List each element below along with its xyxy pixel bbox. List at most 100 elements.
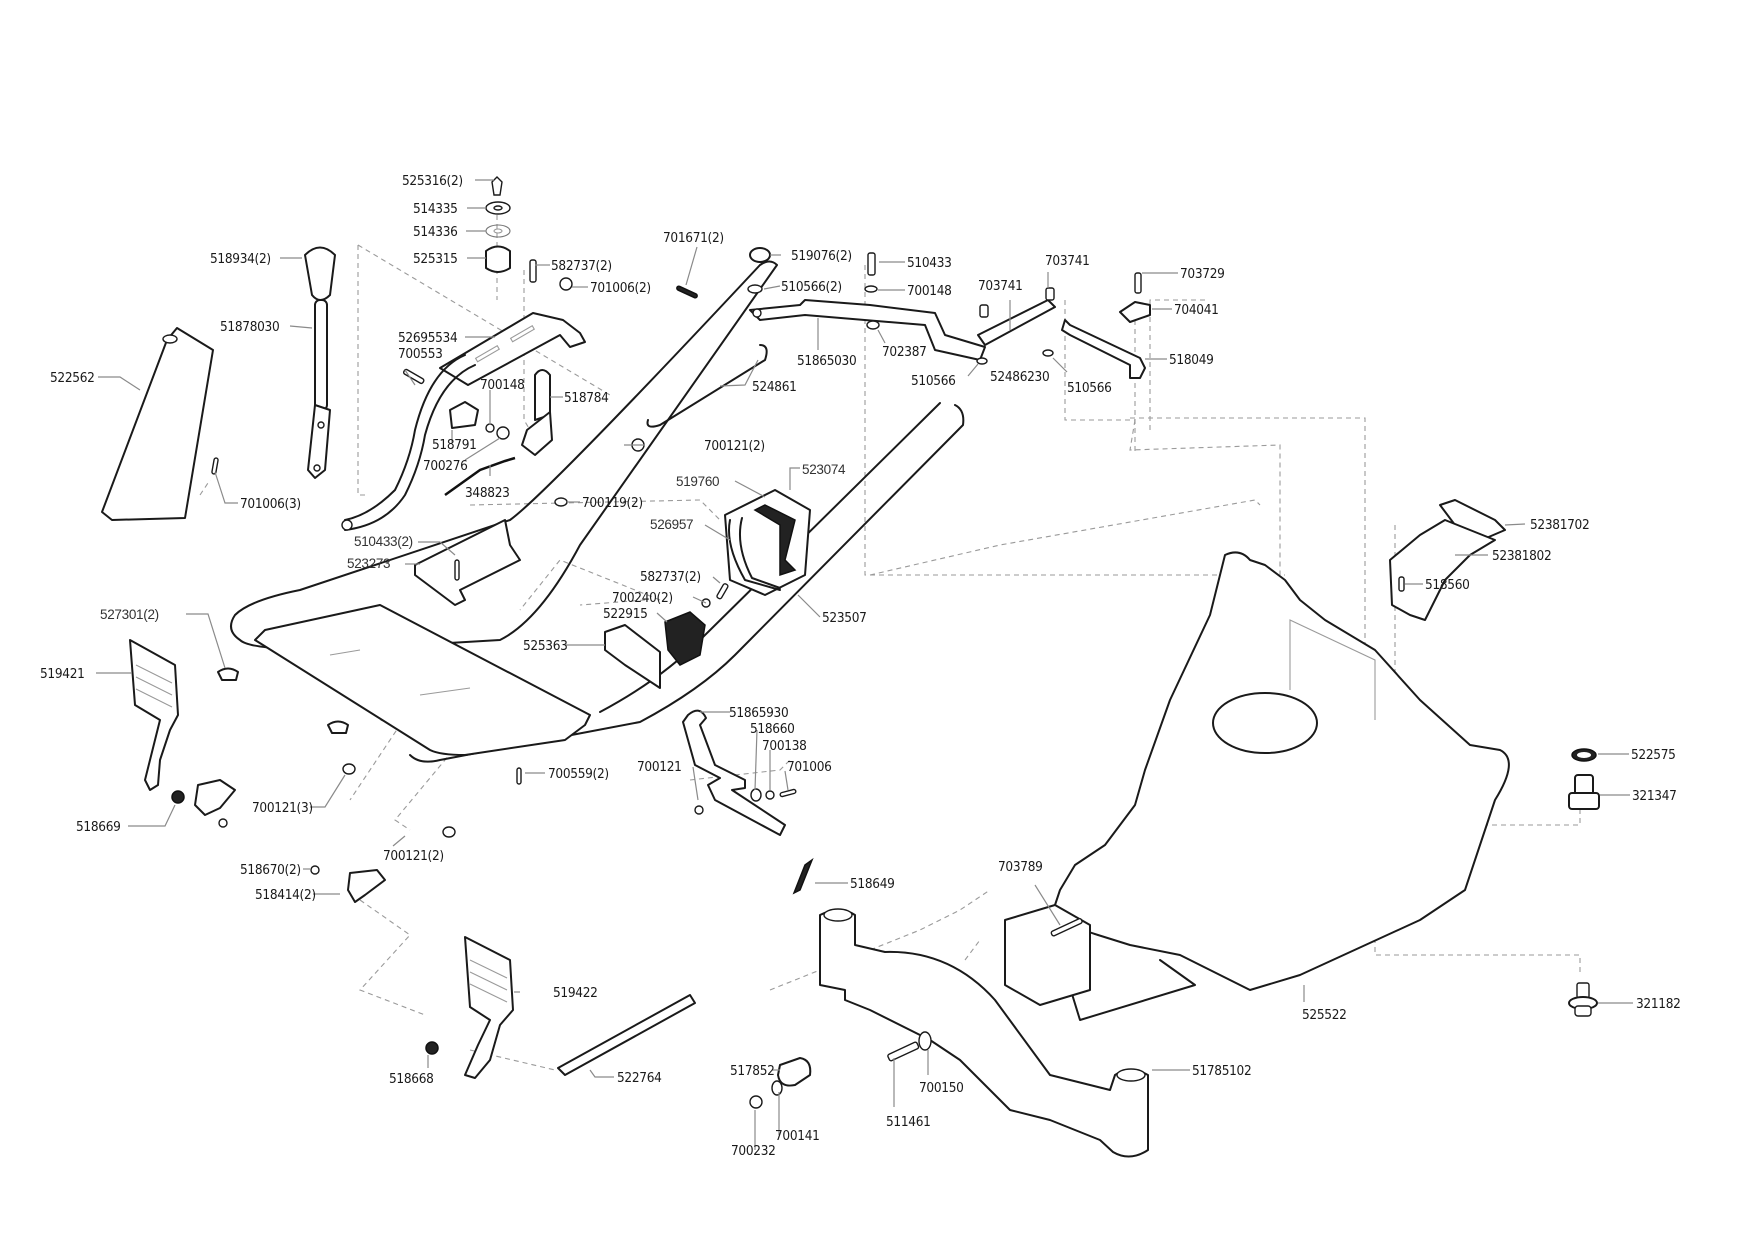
relay-522915[interactable] bbox=[664, 611, 706, 666]
callout-700119-2[interactable]: 700119(2) bbox=[582, 495, 643, 511]
callout-582737-2[interactable]: 582737(2) bbox=[551, 258, 612, 274]
callout-703729[interactable]: 703729 bbox=[1180, 266, 1225, 282]
nut-700121-single[interactable] bbox=[694, 805, 704, 815]
bolt-703729[interactable] bbox=[1134, 272, 1142, 294]
nut-700121-2b[interactable] bbox=[442, 826, 456, 838]
pin-701671[interactable] bbox=[676, 285, 698, 299]
screw-582737-b[interactable] bbox=[716, 583, 729, 600]
callout-700121-2[interactable]: 700121(2) bbox=[704, 438, 765, 454]
callout-700148[interactable]: 700148 bbox=[480, 377, 525, 393]
nut-700119-2[interactable] bbox=[554, 497, 568, 507]
washer-700148-b[interactable] bbox=[864, 285, 878, 293]
callout-518049[interactable]: 518049 bbox=[1169, 352, 1214, 368]
callout-519422[interactable]: 519422 bbox=[553, 985, 598, 1001]
callout-700121-3[interactable]: 700121(3) bbox=[252, 800, 313, 816]
washer-510566-2[interactable] bbox=[747, 284, 763, 294]
callout-701671-2[interactable]: 701671(2) bbox=[663, 230, 724, 246]
callout-523273[interactable]: 523273 bbox=[347, 556, 391, 571]
callout-525316-2[interactable]: 525316(2) bbox=[402, 173, 463, 189]
screw-582737[interactable] bbox=[529, 259, 537, 283]
callout-704041[interactable]: 704041 bbox=[1174, 302, 1219, 318]
callout-348823[interactable]: 348823 bbox=[465, 485, 510, 501]
bushing-517852[interactable] bbox=[777, 1057, 812, 1087]
ignition-switch-525315[interactable] bbox=[485, 245, 511, 273]
steering-link-51865030[interactable] bbox=[749, 299, 986, 361]
callout-700141[interactable]: 700141 bbox=[775, 1128, 820, 1144]
callout-523074[interactable]: 523074 bbox=[802, 462, 846, 477]
bracket-525363[interactable] bbox=[604, 624, 661, 689]
screw-700559[interactable] bbox=[516, 767, 522, 785]
arm-518049[interactable] bbox=[1061, 319, 1146, 379]
pedal-right-519422[interactable] bbox=[464, 936, 514, 1079]
callout-518791[interactable]: 518791 bbox=[432, 437, 477, 453]
callout-519760[interactable]: 519760 bbox=[676, 474, 720, 489]
callout-701006-3[interactable]: 701006(3) bbox=[240, 496, 301, 512]
end-cap-519076[interactable] bbox=[749, 247, 771, 263]
cover-522562[interactable] bbox=[101, 327, 214, 521]
callout-703741-b[interactable]: 703741 bbox=[1045, 253, 1090, 269]
callout-52695534[interactable]: 52695534 bbox=[398, 330, 458, 346]
cable-348823[interactable] bbox=[444, 456, 516, 497]
callout-511461[interactable]: 511461 bbox=[886, 1114, 931, 1130]
callout-51865930[interactable]: 51865930 bbox=[729, 705, 789, 721]
bolt-511461[interactable] bbox=[887, 1041, 920, 1062]
pedal-bracket-518414[interactable] bbox=[347, 869, 386, 903]
washer-510566[interactable] bbox=[976, 357, 988, 365]
callout-321182[interactable]: 321182 bbox=[1636, 996, 1681, 1012]
callout-522575[interactable]: 522575 bbox=[1631, 747, 1676, 763]
callout-52381802[interactable]: 52381802 bbox=[1492, 548, 1552, 564]
battery-523507[interactable] bbox=[724, 489, 811, 596]
callout-702387[interactable]: 702387 bbox=[882, 344, 927, 360]
washer-700150[interactable] bbox=[918, 1031, 932, 1051]
callout-582737-b[interactable]: 582737(2) bbox=[640, 569, 701, 585]
callout-518414-2[interactable]: 518414(2) bbox=[255, 887, 316, 903]
callout-700559-2[interactable]: 700559(2) bbox=[548, 766, 609, 782]
callout-522764[interactable]: 522764 bbox=[617, 1070, 662, 1086]
callout-52381702[interactable]: 52381702 bbox=[1530, 517, 1590, 533]
clip-527301-b[interactable] bbox=[327, 720, 349, 734]
callout-524861[interactable]: 524861 bbox=[752, 379, 797, 395]
washer-700148[interactable] bbox=[485, 423, 495, 433]
bolt-703789[interactable] bbox=[1050, 917, 1083, 937]
screw-518560[interactable] bbox=[1398, 576, 1405, 592]
callout-510433-2[interactable]: 510433(2) bbox=[354, 534, 413, 549]
guard-52381802[interactable] bbox=[1389, 519, 1496, 621]
callout-519421[interactable]: 519421 bbox=[40, 666, 85, 682]
callout-700553[interactable]: 700553 bbox=[398, 346, 443, 362]
callout-517852[interactable]: 517852 bbox=[730, 1063, 775, 1079]
pin-703741-a[interactable] bbox=[979, 304, 989, 318]
callout-518669[interactable]: 518669 bbox=[76, 819, 121, 835]
callout-51785102[interactable]: 51785102 bbox=[1192, 1063, 1252, 1079]
callout-51878030[interactable]: 51878030 bbox=[220, 319, 280, 335]
pin-703741-b[interactable] bbox=[1045, 287, 1055, 301]
callout-703789[interactable]: 703789 bbox=[998, 859, 1043, 875]
bushing-518668[interactable] bbox=[425, 1041, 439, 1055]
callout-703741-a[interactable]: 703741 bbox=[978, 278, 1023, 294]
callout-52486230[interactable]: 52486230 bbox=[990, 369, 1050, 385]
callout-514335[interactable]: 514335 bbox=[413, 201, 458, 217]
fitting-321347[interactable] bbox=[1568, 774, 1600, 810]
lever-51865930[interactable] bbox=[682, 709, 786, 836]
callout-700148-b[interactable]: 700148 bbox=[907, 283, 952, 299]
callout-700232[interactable]: 700232 bbox=[731, 1143, 776, 1159]
callout-527301-2[interactable]: 527301(2) bbox=[100, 607, 159, 622]
spacer-518660[interactable] bbox=[750, 788, 762, 802]
clip-527301-a[interactable] bbox=[217, 667, 239, 681]
callout-701006-b[interactable]: 701006 bbox=[787, 759, 832, 775]
callout-700276[interactable]: 700276 bbox=[423, 458, 468, 474]
front-axle-51785102[interactable] bbox=[819, 908, 1149, 1158]
callout-526957[interactable]: 526957 bbox=[650, 517, 694, 532]
clip-704041[interactable] bbox=[1119, 301, 1151, 323]
callout-514336[interactable]: 514336 bbox=[413, 224, 458, 240]
callout-522915[interactable]: 522915 bbox=[603, 606, 648, 622]
callout-700138[interactable]: 700138 bbox=[762, 738, 807, 754]
link-arm-52486230[interactable] bbox=[977, 299, 1056, 346]
rivet-701006-2[interactable] bbox=[559, 277, 573, 291]
callout-510566-c[interactable]: 510566 bbox=[1067, 380, 1112, 396]
spring-518649[interactable] bbox=[792, 857, 814, 895]
callout-518670-2[interactable]: 518670(2) bbox=[240, 862, 301, 878]
callout-518784[interactable]: 518784 bbox=[564, 390, 609, 406]
washer-700138[interactable] bbox=[765, 790, 775, 800]
bushing-518669[interactable] bbox=[171, 790, 185, 804]
rod-522764[interactable] bbox=[557, 994, 696, 1076]
